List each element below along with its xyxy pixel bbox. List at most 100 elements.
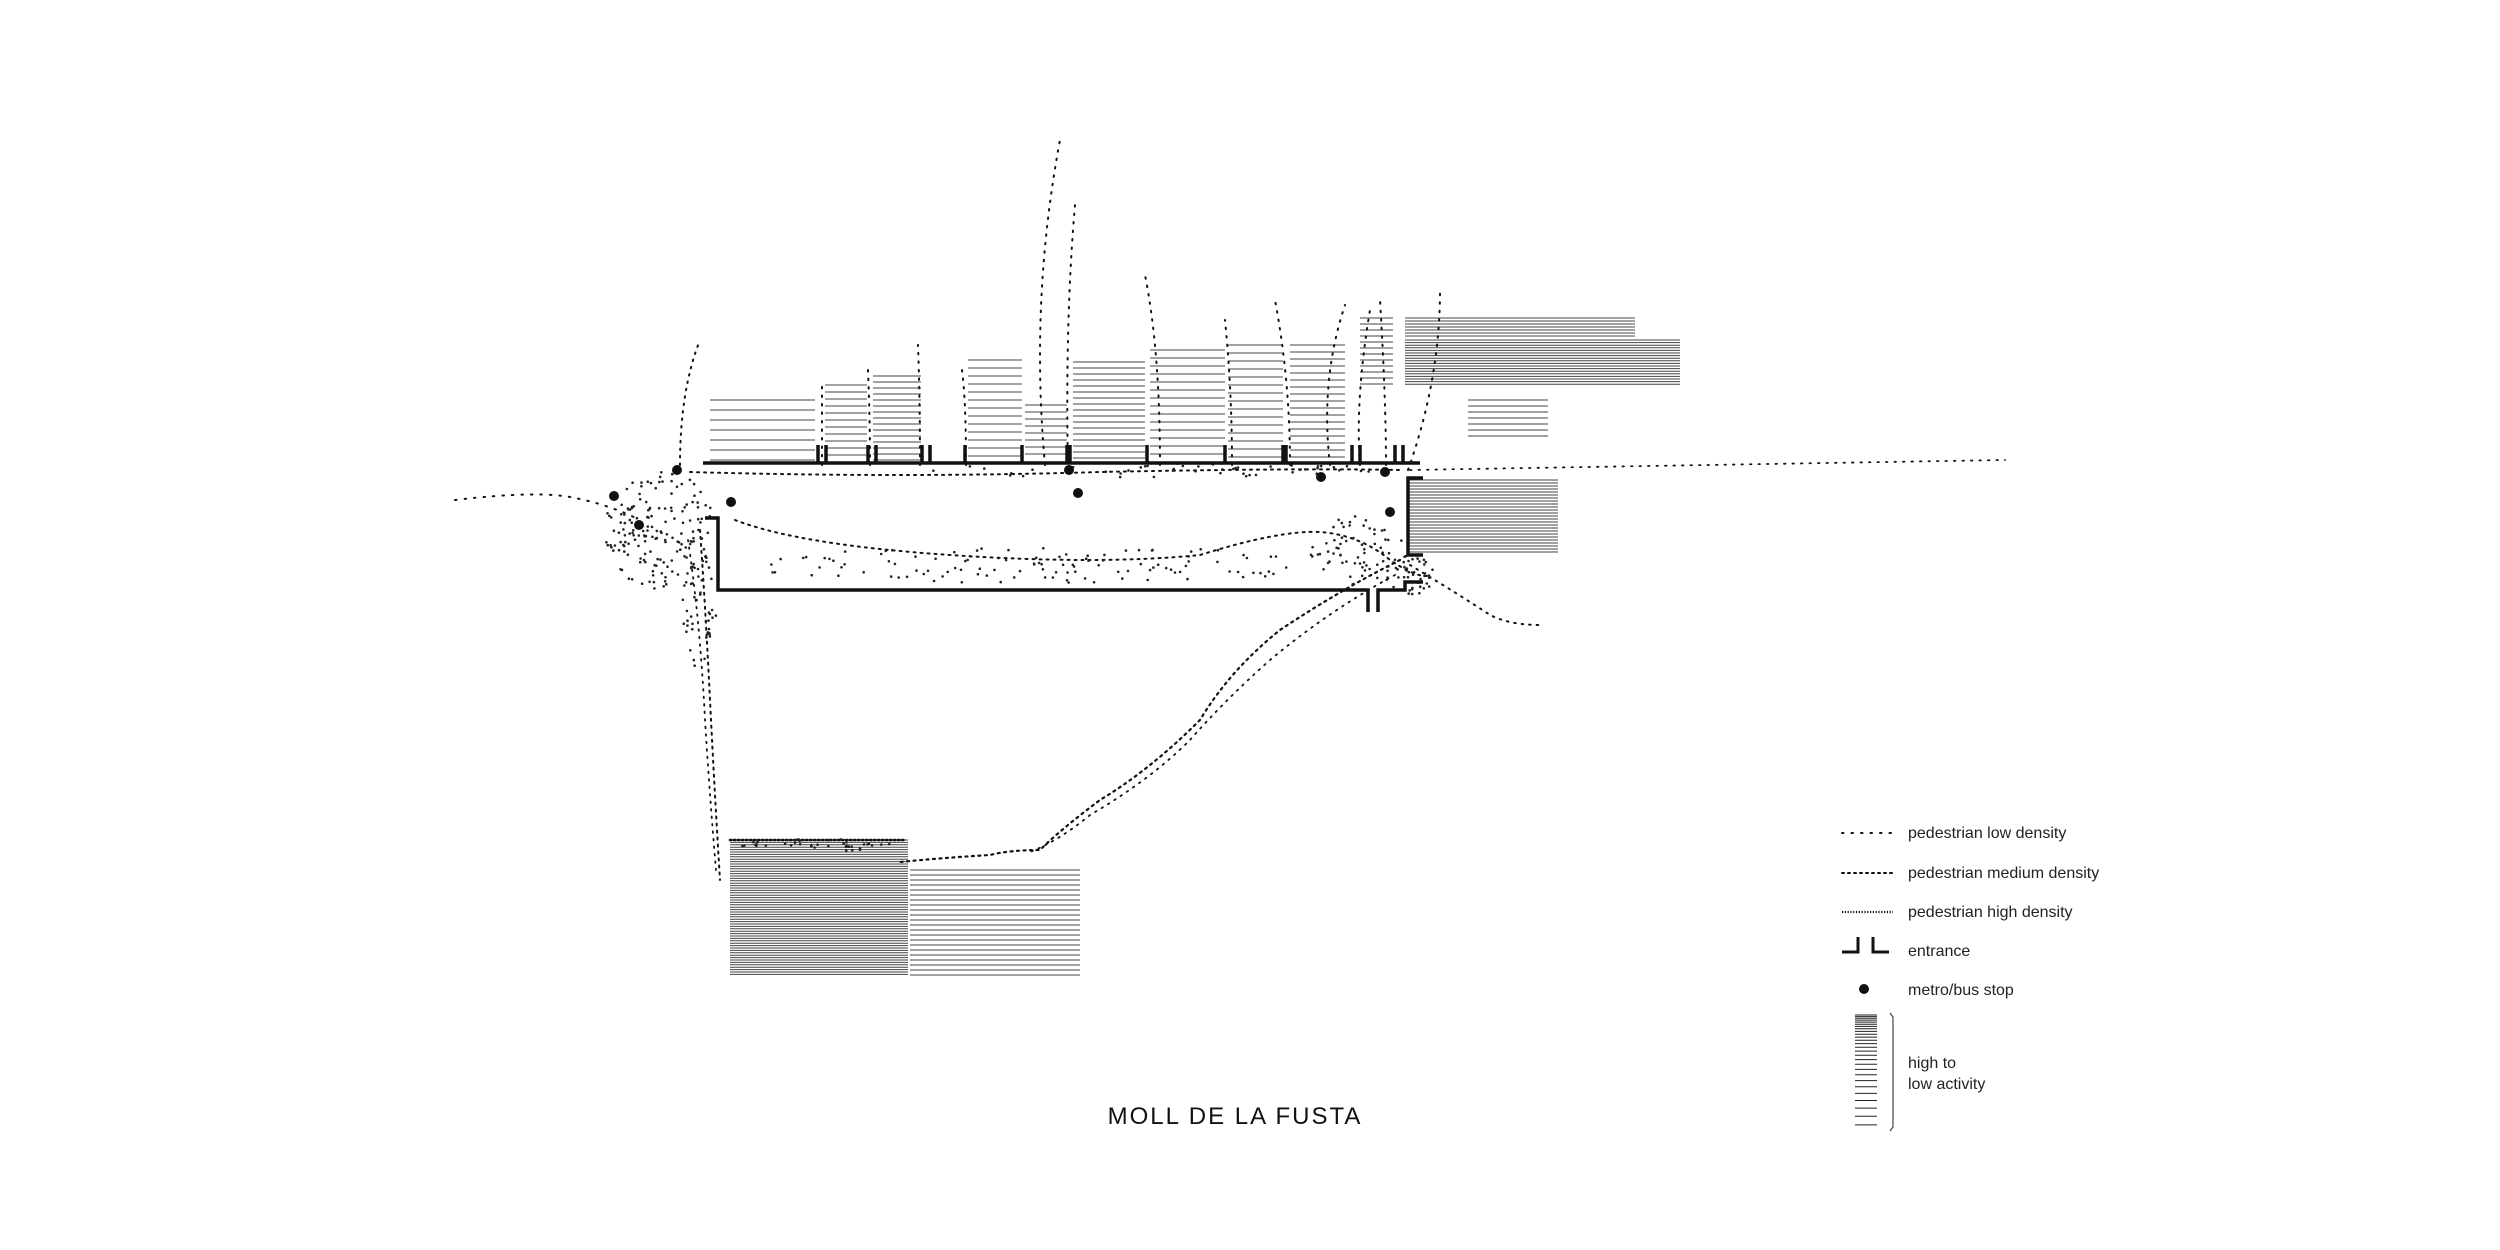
crowd-dot: [606, 512, 609, 515]
crowd-dot: [1348, 524, 1351, 527]
crowd-dot: [1412, 570, 1416, 574]
crowd-dot: [609, 516, 613, 519]
crowd-dot: [1368, 567, 1371, 571]
crowd-dot: [1400, 539, 1403, 542]
crowd-dot: [696, 501, 699, 504]
crowd-dot: [840, 566, 843, 569]
crowd-dot: [1171, 469, 1175, 472]
crowd-dot: [1284, 566, 1288, 569]
crowd-dot: [637, 544, 640, 548]
activity-blocks: [710, 317, 1680, 976]
crowd-dot: [887, 560, 891, 563]
crowd-dot: [905, 575, 909, 579]
crowd-dot: [625, 487, 629, 491]
activity-gradient-swatch: [1855, 1014, 1877, 1126]
crowd-dot: [1402, 560, 1405, 564]
crowd-dot: [664, 575, 667, 579]
crowd-dot: [1152, 475, 1156, 479]
crowd-dot: [1234, 466, 1237, 470]
crowd-dot: [823, 556, 826, 560]
crowd-dot: [968, 555, 972, 558]
activity-block-south-dense: [730, 839, 908, 975]
stop-legend-icon: [1859, 984, 1869, 994]
crowd-dot: [926, 569, 930, 573]
entrance-icon: [816, 445, 828, 463]
crowd-dot: [1422, 558, 1426, 562]
crowd-dot: [1143, 465, 1147, 468]
crowd-dot: [879, 552, 883, 556]
crowd-dot: [999, 580, 1002, 584]
crowd-dot: [754, 843, 757, 847]
crowd-dot: [1178, 570, 1182, 574]
activity-block-east: [1408, 479, 1558, 553]
crowd-dot: [845, 849, 848, 852]
crowd-dot: [1086, 554, 1089, 557]
crowd-dot: [660, 471, 663, 474]
crowd-dot: [1309, 553, 1313, 557]
metro-bus-stop-icon: [726, 497, 736, 507]
path-north-3: [1066, 204, 1076, 471]
crowd-dot: [1410, 592, 1414, 596]
crowd-dot: [1236, 466, 1240, 469]
crowd-dot: [699, 521, 702, 524]
crowd-dot: [655, 529, 659, 533]
crowd-dot: [1410, 587, 1414, 591]
crowd-dot: [631, 481, 634, 485]
metro-bus-stop-icon: [634, 520, 644, 530]
crowd-dot: [666, 565, 669, 568]
crowd-dot: [816, 843, 819, 846]
crowd-dot: [1407, 592, 1410, 595]
legend-medium-density-label: pedestrian medium density: [1908, 865, 2099, 882]
activity-block-northeast-1: [1405, 317, 1635, 337]
activity-block-north-1: [710, 399, 815, 461]
crowd-dot: [1403, 565, 1406, 569]
crowd-dot: [1322, 568, 1325, 571]
crowd-dot: [657, 506, 661, 510]
crowd-dot: [756, 840, 759, 844]
crowd-dot: [1406, 575, 1410, 579]
path-north-8: [1224, 319, 1233, 466]
crowd-dot: [1362, 561, 1366, 564]
legend-stop-label: metro/bus stop: [1908, 982, 2014, 999]
crowd-dot: [631, 531, 634, 535]
crowd-dot: [619, 521, 622, 524]
crowd-dot: [647, 508, 650, 512]
crowd-dot: [1332, 525, 1335, 529]
activity-block-east-small: [1468, 399, 1548, 437]
crowd-dot: [704, 636, 708, 639]
crowd-dot: [1244, 474, 1248, 478]
crowd-dot: [1402, 575, 1406, 579]
crowd-dot: [779, 557, 782, 561]
metro-bus-stop-icon: [1316, 472, 1326, 482]
crowd-dot: [1363, 551, 1366, 555]
crowd-dot: [684, 546, 688, 549]
crowd-dot: [959, 568, 963, 572]
crowd-dot: [1425, 582, 1429, 585]
crowd-dot: [1004, 558, 1008, 562]
crowd-dot: [651, 574, 655, 577]
crowd-dot: [665, 582, 668, 586]
crowd-dot: [1332, 552, 1335, 555]
crowd-dot: [612, 549, 615, 552]
crowd-dot: [914, 555, 917, 558]
crowd-dot: [1427, 576, 1431, 579]
crowd-dot: [1358, 562, 1362, 565]
crowd-dot: [1367, 470, 1370, 473]
crowd-dot: [978, 567, 982, 570]
crowd-dot: [669, 506, 673, 510]
crowd-dot: [613, 544, 617, 547]
crowd-dot: [1339, 542, 1342, 546]
crowd-dot: [842, 842, 845, 845]
crowd-dot: [691, 622, 694, 626]
crowd-dot: [610, 546, 613, 549]
crowd-dot: [1259, 571, 1262, 575]
crowd-dot: [818, 566, 821, 569]
crowd-dot: [1360, 574, 1364, 578]
crowd-dot: [651, 569, 655, 573]
crowd-dot: [897, 576, 900, 579]
crowd-dot: [1103, 553, 1106, 557]
crowd-dot: [1187, 555, 1190, 558]
crowd-dot: [1040, 562, 1043, 566]
activity-block-south-light: [910, 869, 1080, 976]
crowd-dot: [1383, 528, 1386, 532]
